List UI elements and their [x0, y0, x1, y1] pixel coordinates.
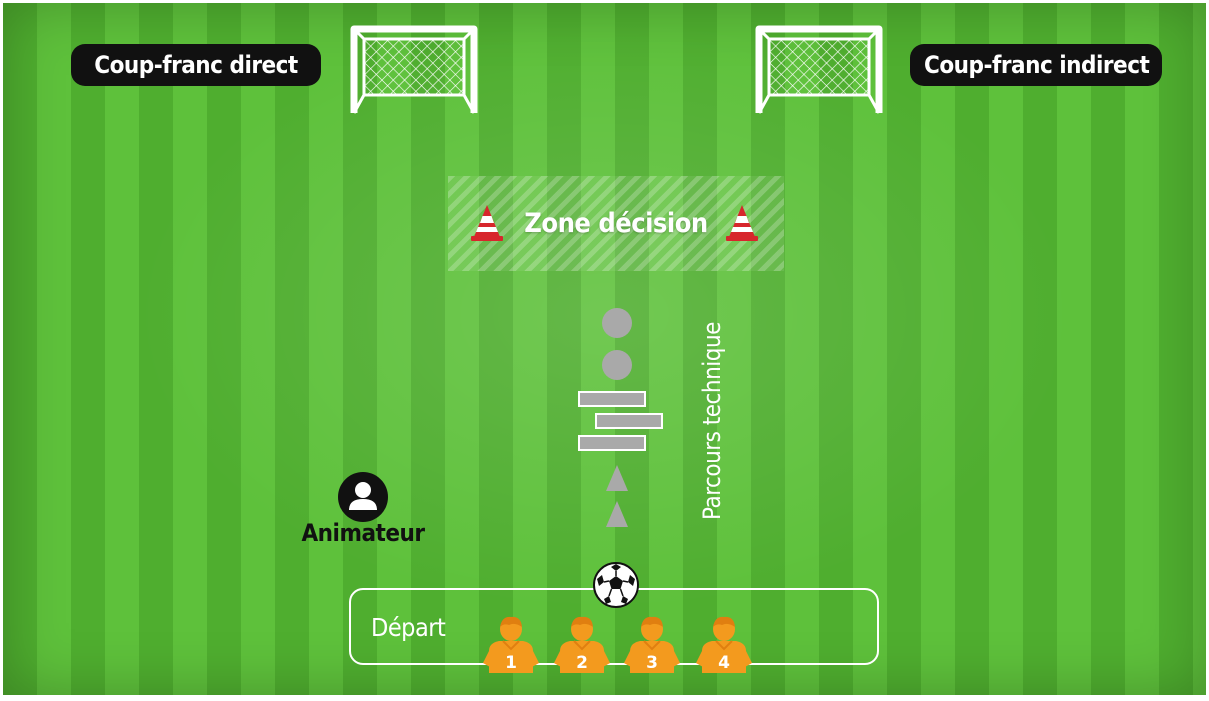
player-4: 4 [695, 613, 753, 686]
coach-person-icon [338, 472, 388, 522]
obstacle-marker [606, 465, 628, 491]
player-2: 2 [553, 613, 611, 686]
technical-course-obstacles [578, 308, 663, 527]
player-3: 3 [623, 613, 681, 686]
player-icon [554, 616, 610, 673]
cone-left-icon [471, 205, 503, 241]
obstacle-marker [606, 501, 628, 527]
player-1: 1 [482, 613, 540, 686]
goal-right-icon [755, 25, 883, 114]
goal-left-icon [350, 25, 478, 114]
player-number: 4 [718, 653, 730, 673]
technical-course-label: Parcours technique [698, 322, 726, 520]
obstacle-hurdle [595, 413, 663, 429]
obstacle-hurdle [578, 435, 646, 451]
coach-label: Animateur [301, 519, 425, 547]
obstacle-disc [602, 350, 632, 380]
decision-zone-label: Zone décision [524, 208, 708, 239]
player-icon [696, 616, 752, 673]
player-number: 2 [576, 653, 588, 673]
player-icon [483, 616, 539, 673]
soccer-ball-icon [593, 562, 639, 608]
cone-right-icon [726, 205, 758, 241]
obstacle-hurdle [578, 391, 646, 407]
player-icon [624, 616, 680, 673]
player-number: 1 [505, 653, 517, 673]
obstacle-disc [602, 308, 632, 338]
direct-free-kick-label: Coup-franc direct [71, 44, 321, 86]
decision-zone: Zone décision [448, 176, 784, 271]
player-number: 3 [646, 653, 658, 673]
start-label: Départ [371, 613, 446, 642]
indirect-free-kick-label: Coup-franc indirect [910, 44, 1162, 86]
